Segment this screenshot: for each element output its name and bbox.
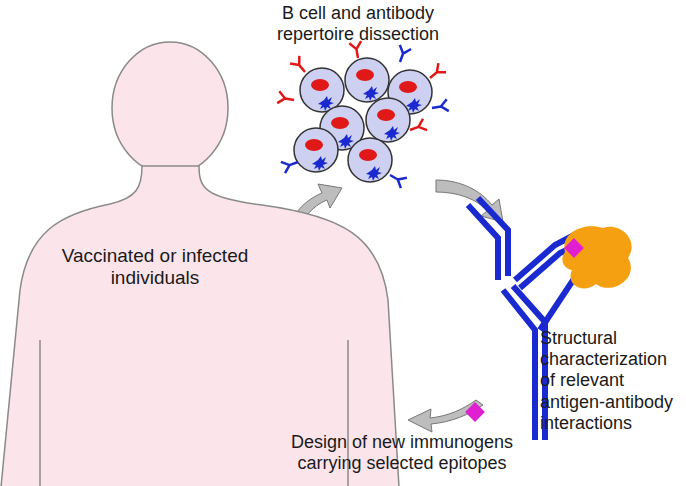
caption-label: B cell and antibody repertoire dissectio… bbox=[258, 3, 458, 45]
caption-label: Design of new immunogens carrying select… bbox=[262, 432, 542, 474]
caption-label: Structural characterization of relevant … bbox=[540, 328, 682, 434]
person-silhouette: Vaccinated or infected individuals bbox=[0, 40, 402, 486]
node-text: Vaccinated or infected individuals bbox=[20, 245, 290, 290]
